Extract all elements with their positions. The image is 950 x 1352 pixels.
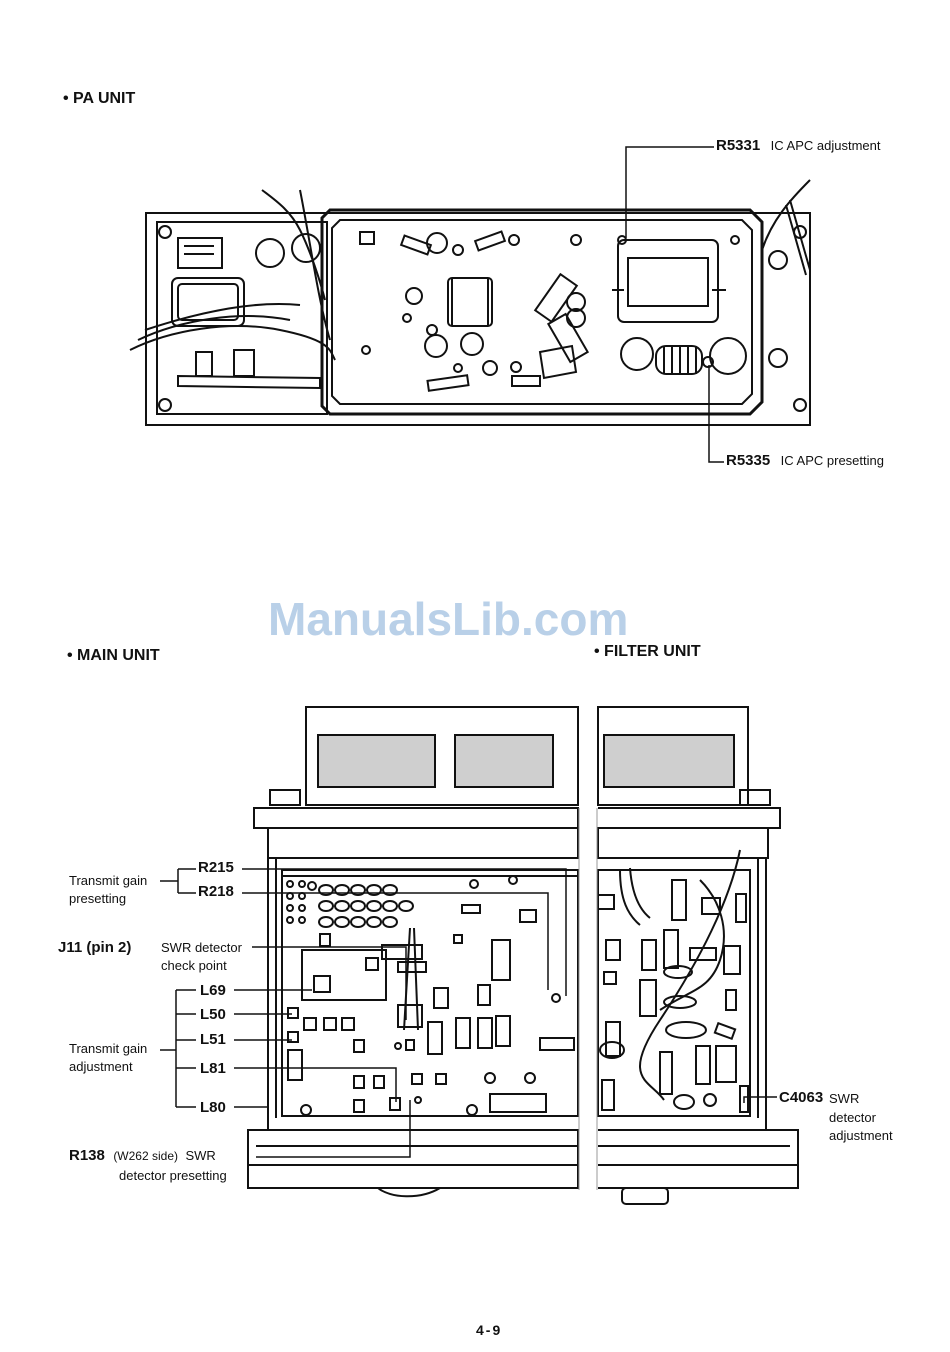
c4063-label: C4063: [779, 1089, 823, 1106]
watermark: ManualsLib.com: [268, 592, 628, 646]
r5331-ref: R5331: [716, 137, 760, 154]
r218-label: R218: [198, 883, 234, 900]
r138-ref: R138: [69, 1147, 105, 1164]
r5335-desc: IC APC presetting: [781, 453, 884, 468]
r5335-callout: R5335 IC APC presetting: [726, 452, 884, 470]
r5335-ref: R5335: [726, 452, 770, 469]
r5331-desc: IC APC adjustment: [771, 138, 881, 153]
r138-desc-1: SWR: [185, 1148, 215, 1163]
r5331-callout: R5331 IC APC adjustment: [716, 137, 880, 155]
r215-label: R215: [198, 859, 234, 876]
page-number: 4-9: [476, 1322, 502, 1338]
r138-callout: R138 (W262 side) SWR: [69, 1147, 216, 1165]
j11-label: J11 (pin 2): [58, 939, 131, 956]
l69-label: L69: [200, 982, 226, 999]
filter-unit-title: • FILTER UNIT: [594, 643, 701, 661]
l51-label: L51: [200, 1031, 226, 1048]
c4063-desc-2: detector: [829, 1110, 876, 1125]
c4063-desc-1: SWR: [829, 1091, 859, 1106]
r138-note: (W262 side): [113, 1149, 178, 1163]
transmit-gain-presetting-label: Transmit gain presetting: [69, 872, 147, 908]
r138-desc-2: detector presetting: [119, 1168, 227, 1183]
pa-unit-title: • PA UNIT: [63, 90, 135, 108]
c4063-desc-3: adjustment: [829, 1128, 893, 1143]
l50-label: L50: [200, 1006, 226, 1023]
main-unit-title: • MAIN UNIT: [67, 647, 160, 665]
l81-label: L81: [200, 1060, 226, 1077]
j11-desc: SWR detector check point: [161, 939, 242, 975]
l80-label: L80: [200, 1099, 226, 1116]
transmit-gain-adjustment-label: Transmit gain adjustment: [69, 1040, 147, 1076]
